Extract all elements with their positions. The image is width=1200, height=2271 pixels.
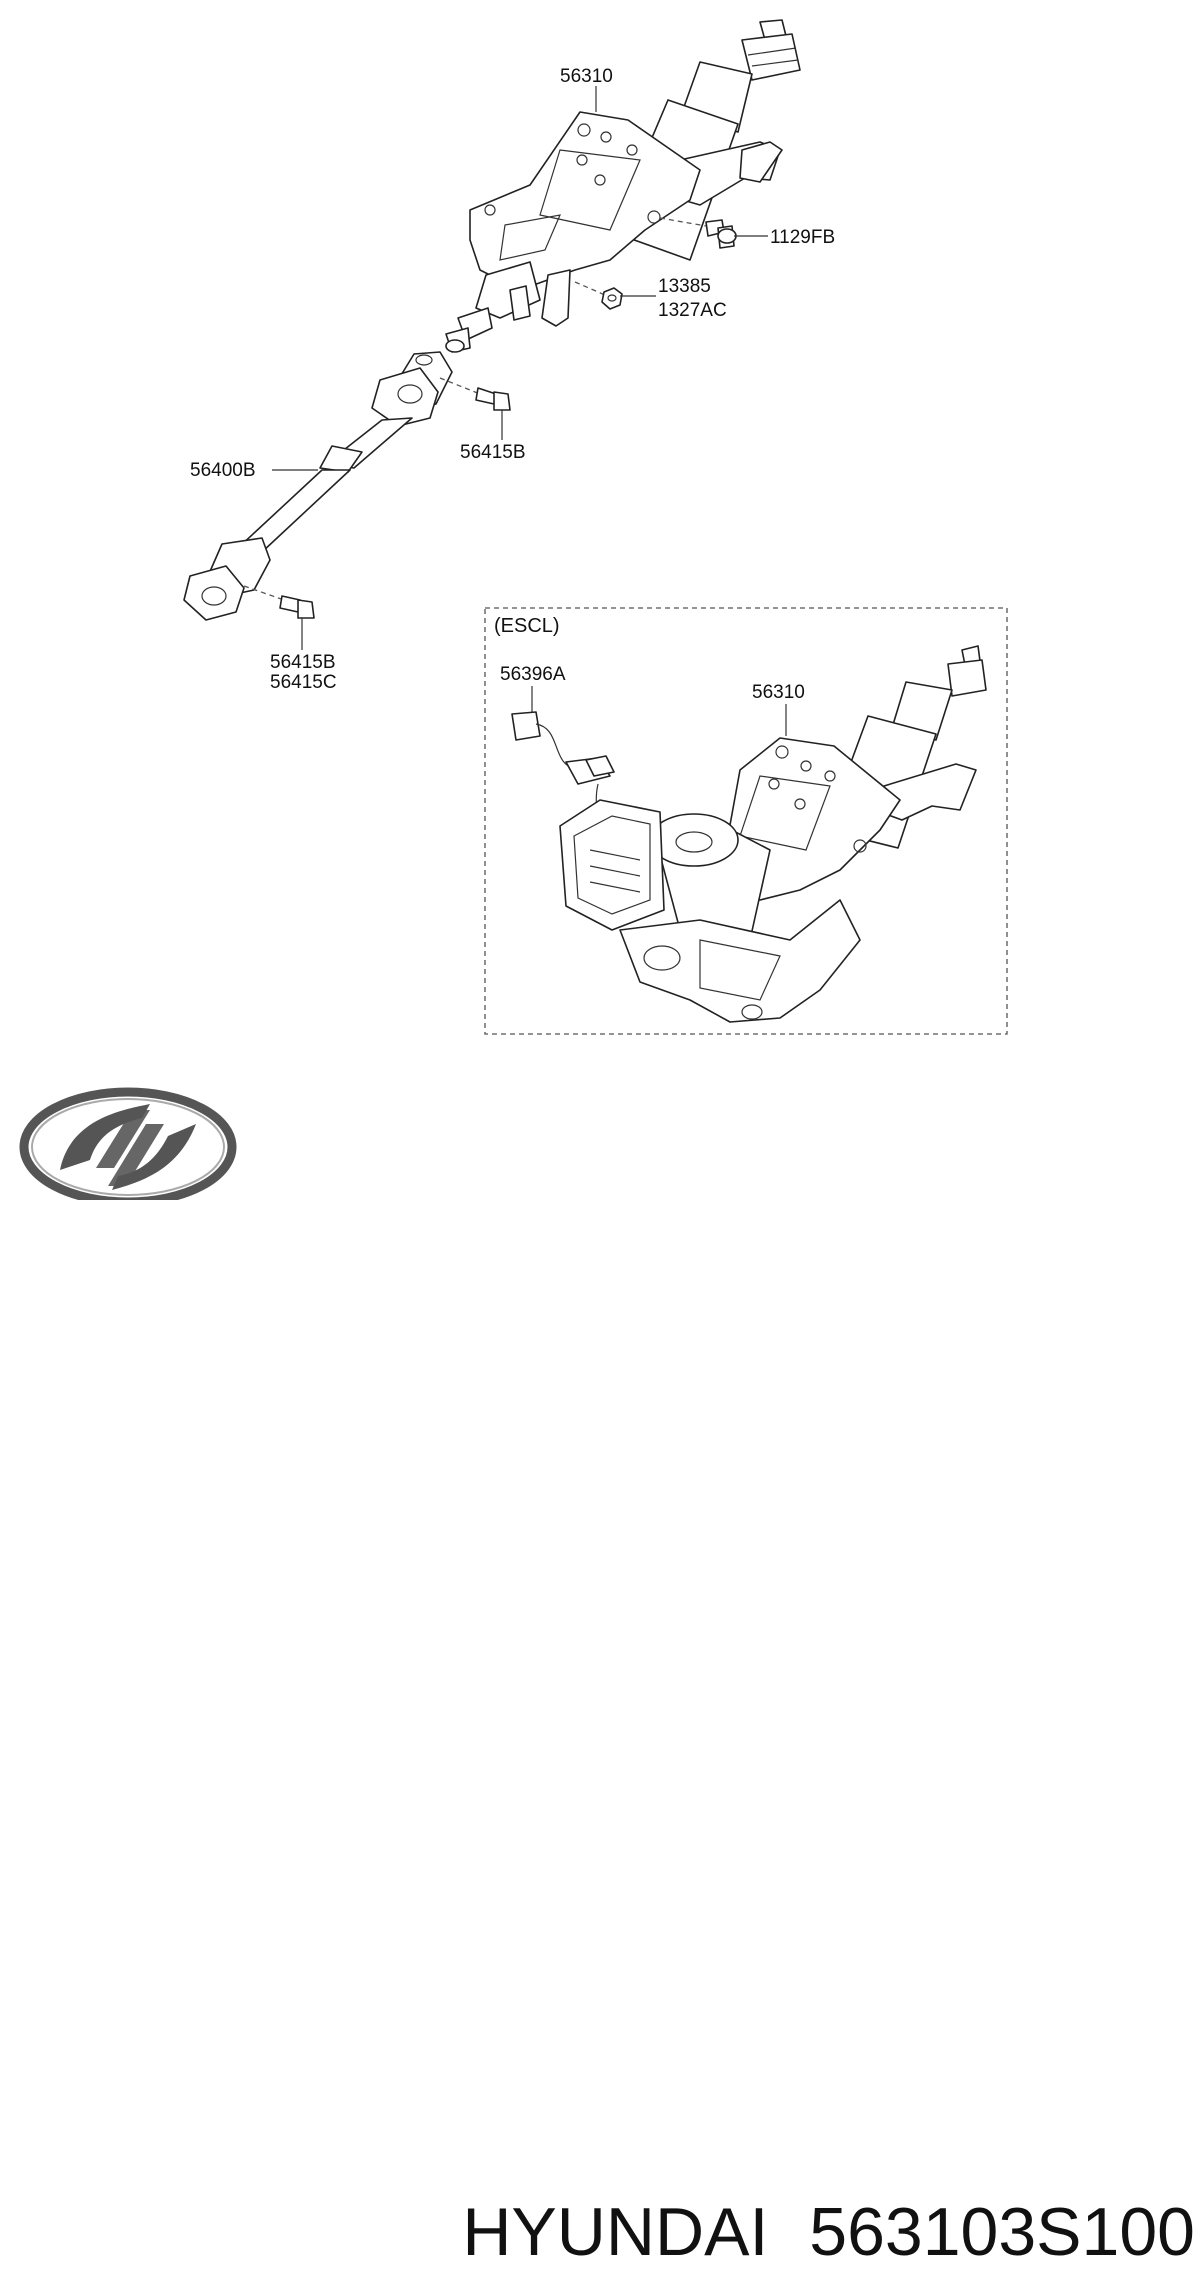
callout-56310-upper: 56310 [560, 66, 613, 87]
upper-steering-column [445, 19, 801, 353]
escl-detail-box: (ESCL) 56396A 56310 [484, 607, 1008, 1035]
caption-bar: HYUNDAI 563103S100 [0, 1095, 1200, 2270]
callout-56415b-upper: 56415B [460, 442, 526, 463]
bolt-56415b-upper [439, 377, 511, 411]
callout-56400b: 56400B [190, 460, 256, 481]
nut-13385 [574, 281, 623, 310]
brand-part-number: HYUNDAI 563103S100 [300, 2193, 1195, 2271]
callout-1327ac: 1327AC [658, 300, 727, 321]
intermediate-shaft [183, 351, 453, 621]
leader-lines-upper [272, 86, 768, 650]
brand-name: HYUNDAI [462, 2194, 769, 2270]
parts-diagram: 56310 1129FB 13385 1327AC 56415B 56400B … [19, 19, 1008, 1200]
callout-56310-escl: 56310 [752, 682, 805, 703]
callout-56415c: 56415C [270, 672, 337, 693]
escl-section-title: (ESCL) [494, 615, 560, 637]
callout-56415b-lower: 56415B [270, 652, 336, 673]
bolt-1129fb [659, 217, 737, 249]
hyundai-logo [19, 1087, 237, 1200]
callout-1129fb: 1129FB [770, 227, 835, 248]
callout-56396a: 56396A [500, 664, 566, 685]
bolt-56415b-lower [243, 585, 315, 619]
escl-steering-column [559, 645, 987, 1023]
callout-13385: 13385 [658, 276, 711, 297]
part-number: 563103S100 [809, 2194, 1195, 2270]
